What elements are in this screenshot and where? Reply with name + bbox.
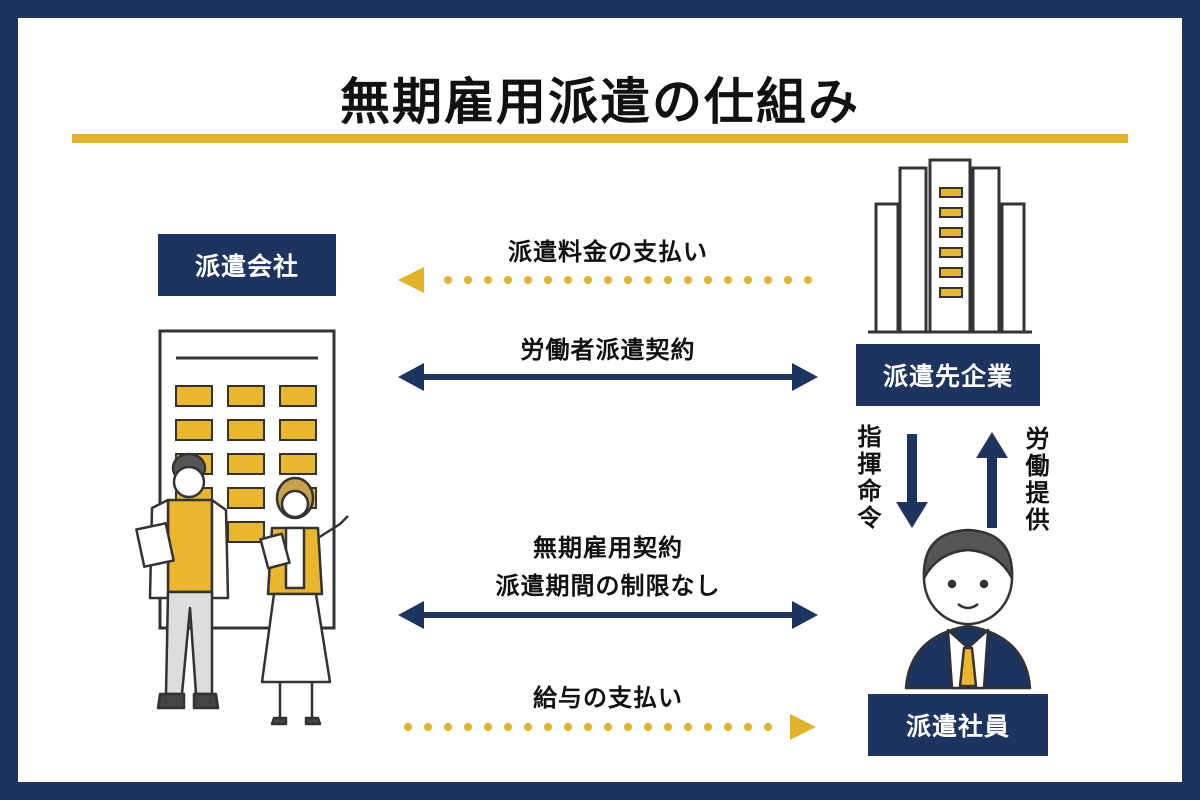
woman-staff-illustration xyxy=(259,476,349,726)
diagram-canvas: 無期雇用派遣の仕組み xyxy=(18,18,1182,782)
employment-contract-text: 無期雇用契約 xyxy=(533,534,683,562)
client-company-building-icon xyxy=(868,158,1032,334)
employment-contract-arrow xyxy=(398,601,818,629)
dispatch-fee-arrow xyxy=(398,267,812,293)
instruction-down-arrow xyxy=(896,434,928,528)
man-staff-illustration xyxy=(135,452,230,710)
dispatch-company-label: 派遣会社 xyxy=(158,234,336,296)
dispatched-employee-label: 派遣社員 xyxy=(868,694,1048,756)
diagram-graphics xyxy=(135,158,1032,740)
dispatch-contract-arrow xyxy=(398,363,818,391)
labor-provision-up-arrow xyxy=(976,432,1008,528)
instruction-text: 指揮命令 xyxy=(853,424,881,532)
page-title: 無期雇用派遣の仕組み xyxy=(340,73,860,131)
no-period-limit-text: 派遣期間の制限なし xyxy=(495,572,721,600)
client-company-label: 派遣先企業 xyxy=(856,344,1040,406)
dispatched-employee-illustration xyxy=(904,528,1032,690)
dispatch-fee-text: 派遣料金の支払い xyxy=(508,238,708,266)
dispatch-contract-text: 労働者派遣契約 xyxy=(520,336,696,364)
labor-provision-text: 労働提供 xyxy=(1021,426,1049,534)
salary-payment-text: 給与の支払い xyxy=(533,684,683,712)
salary-payment-arrow xyxy=(404,714,816,740)
title-underline xyxy=(72,134,1128,143)
